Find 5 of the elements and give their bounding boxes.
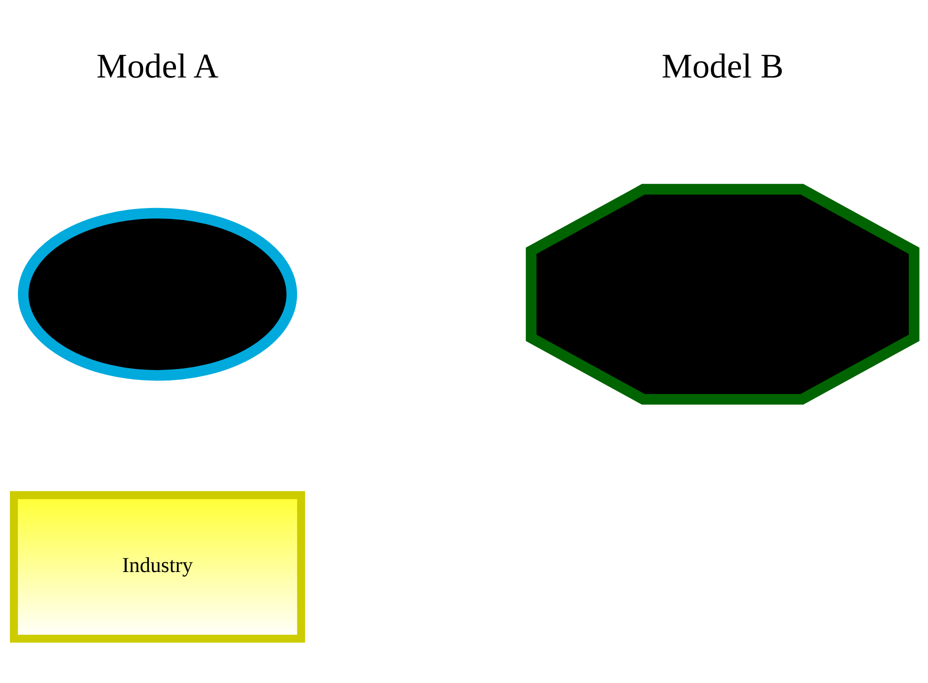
node-ellipse bbox=[18, 208, 298, 381]
label: Model A bbox=[96, 47, 218, 86]
label: Model B bbox=[662, 47, 784, 86]
node-octagon bbox=[526, 184, 920, 405]
node-box: Industry bbox=[10, 491, 306, 643]
